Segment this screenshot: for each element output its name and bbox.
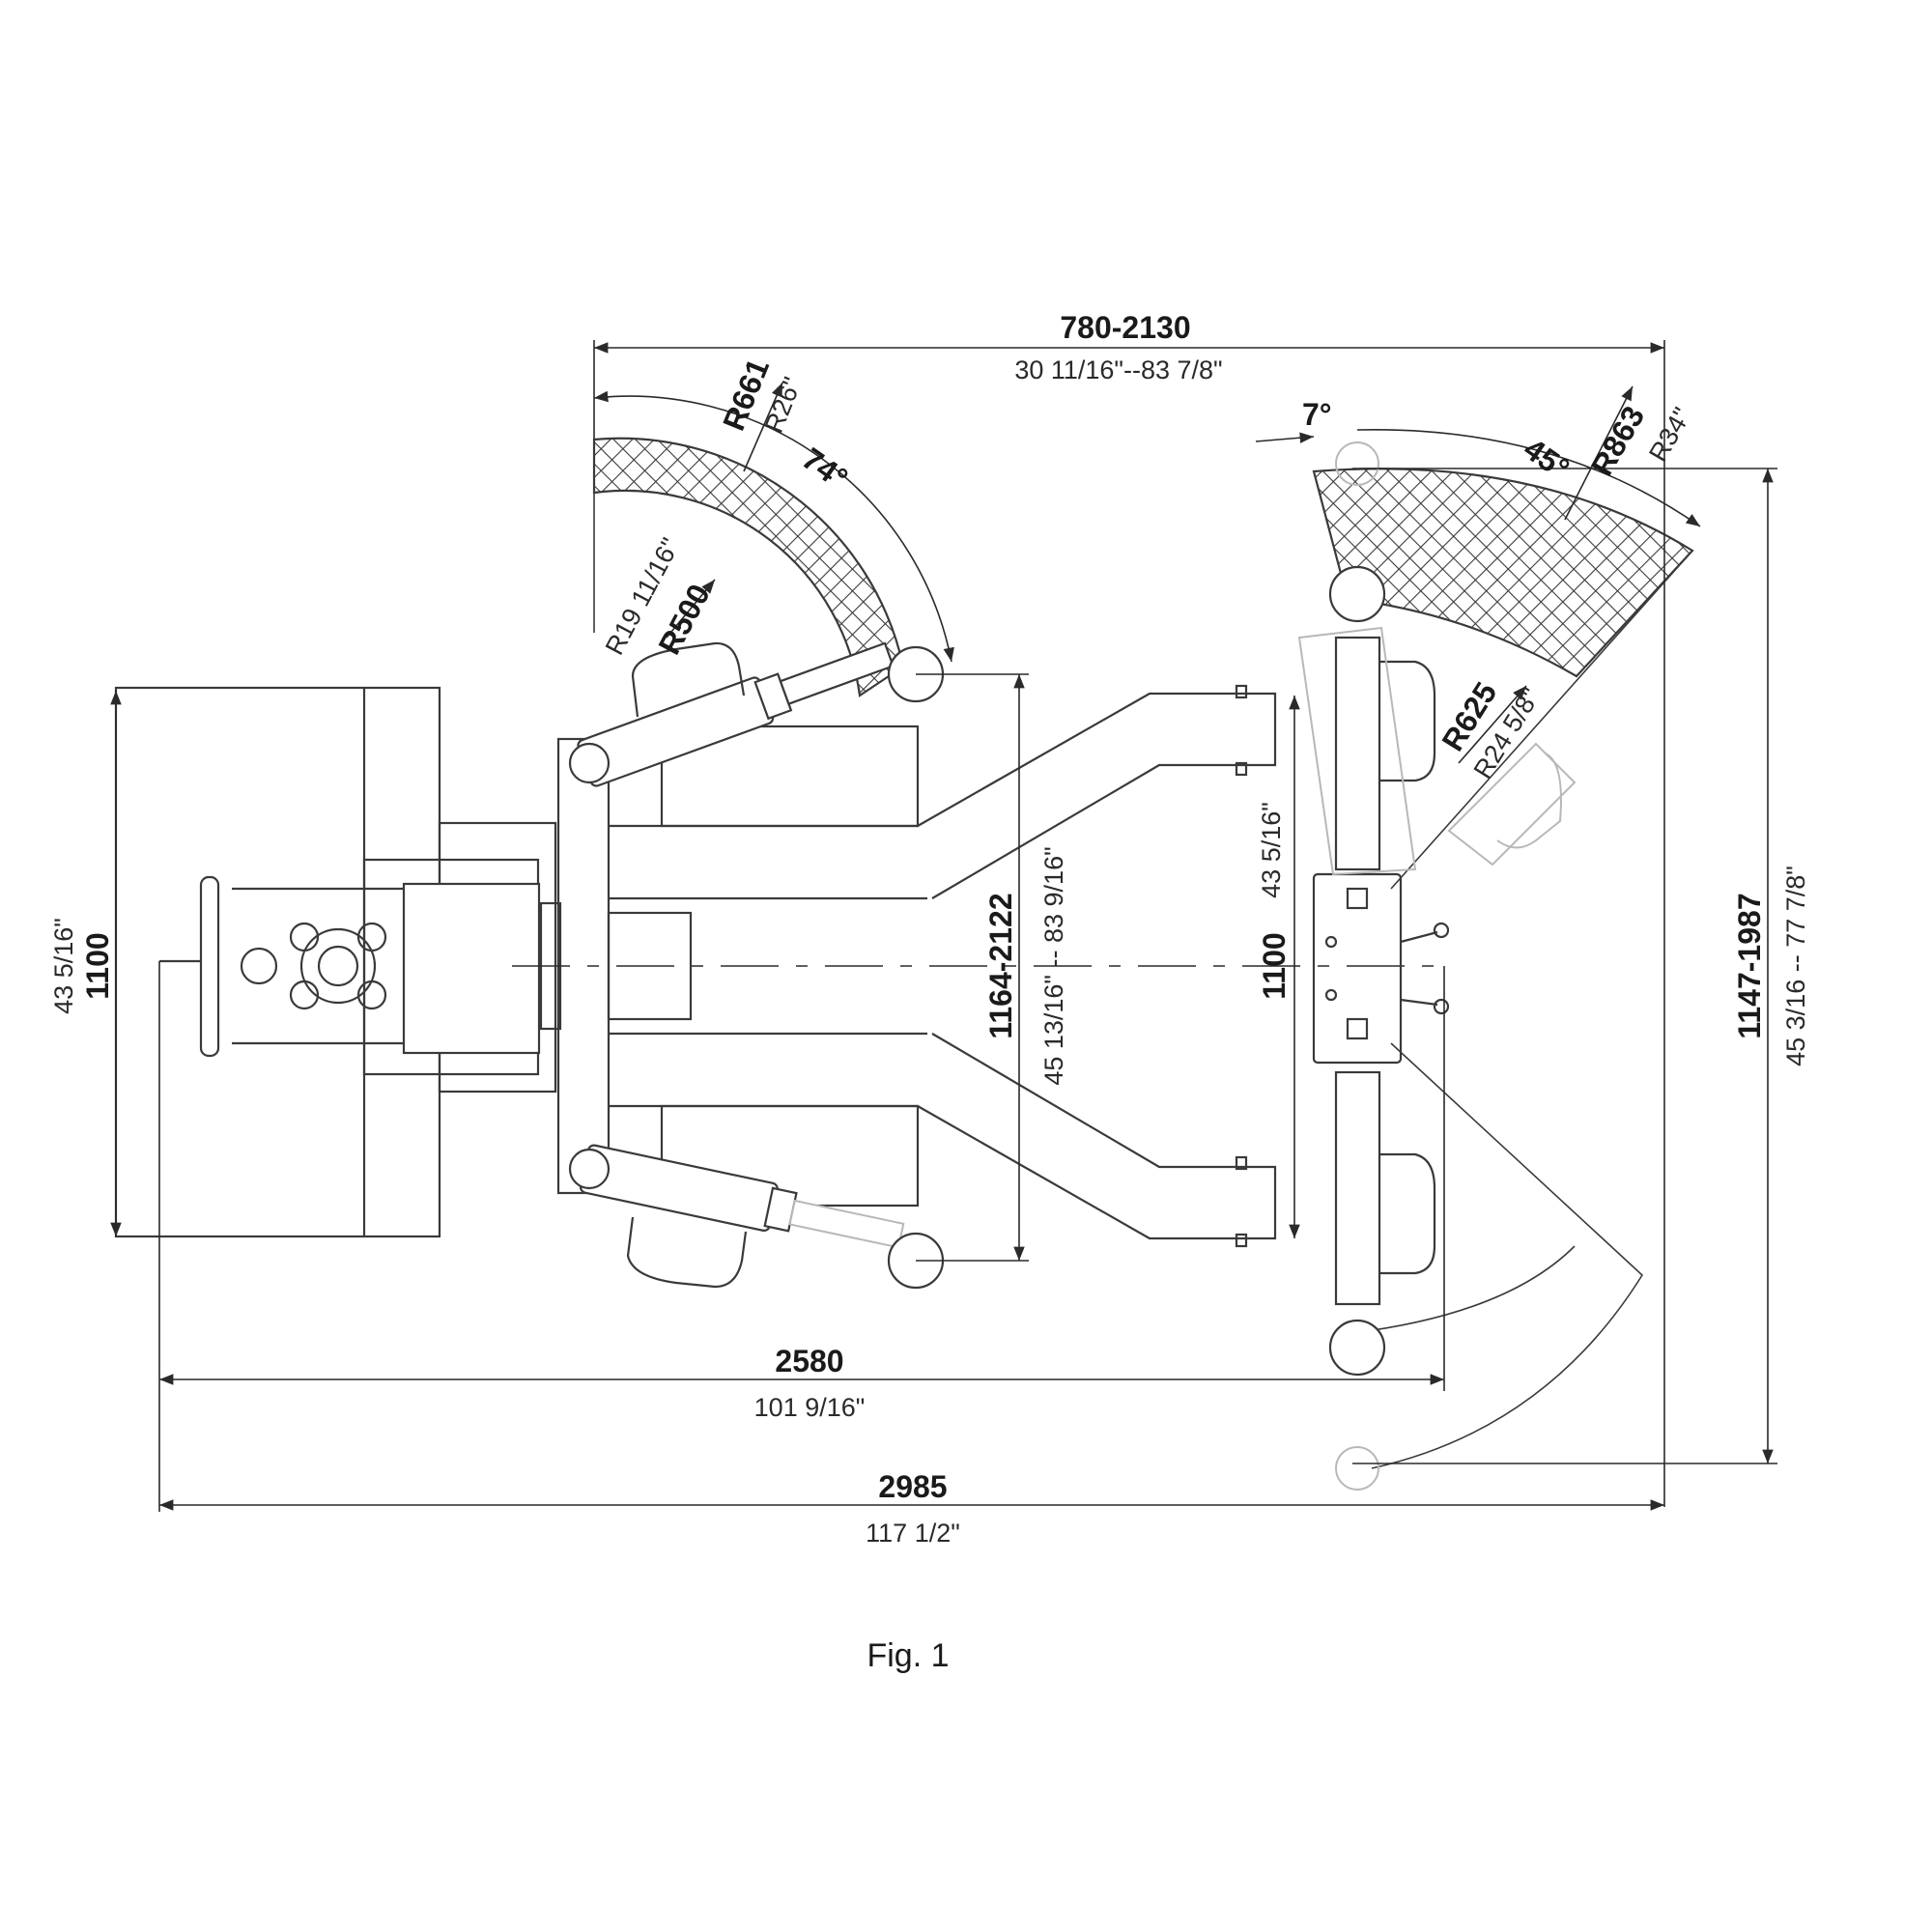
right-angle-small: 7°: [1302, 397, 1332, 432]
column-height-in: 43 5/16": [1257, 802, 1286, 898]
right-column: [1297, 441, 1577, 1491]
upper-lift-arm: [568, 641, 1277, 899]
power-unit-base: [114, 686, 562, 1238]
top-width-in: 30 11/16"--83 7/8": [1014, 355, 1222, 384]
total-length-in: 117 1/2": [866, 1519, 960, 1548]
lower-lift-arm: [568, 1033, 1277, 1290]
base-height-in: 43 5/16": [49, 918, 78, 1014]
mid-length-mm: 2580: [775, 1344, 843, 1378]
right-radius-outer-in: R34": [1643, 403, 1697, 467]
dimension-lines: [110, 340, 1777, 1512]
column-height-mm: 1100: [1257, 932, 1292, 999]
total-length-mm: 2985: [878, 1469, 947, 1504]
right-span-mm: 1147-1987: [1732, 893, 1767, 1038]
inner-span-mm: 1164-2122: [983, 893, 1018, 1038]
right-span-in: 45 3/16 -- 77 7/8": [1781, 866, 1810, 1066]
inner-span-in: 45 13/16" -- 83 9/16": [1039, 846, 1068, 1085]
top-width-mm: 780-2130: [1060, 310, 1190, 345]
base-height-mm: 1100: [80, 932, 115, 999]
mid-length-in: 101 9/16": [754, 1393, 866, 1422]
right-radius-outer-mm: R863: [1584, 400, 1651, 481]
right-arm-sweep-zone: [1255, 385, 1701, 1469]
figure-caption: Fig. 1: [867, 1637, 949, 1674]
left-arm-angle: 74°: [796, 440, 854, 496]
main-frame: [512, 737, 1444, 1195]
right-arm-angle: 45°: [1518, 431, 1576, 486]
